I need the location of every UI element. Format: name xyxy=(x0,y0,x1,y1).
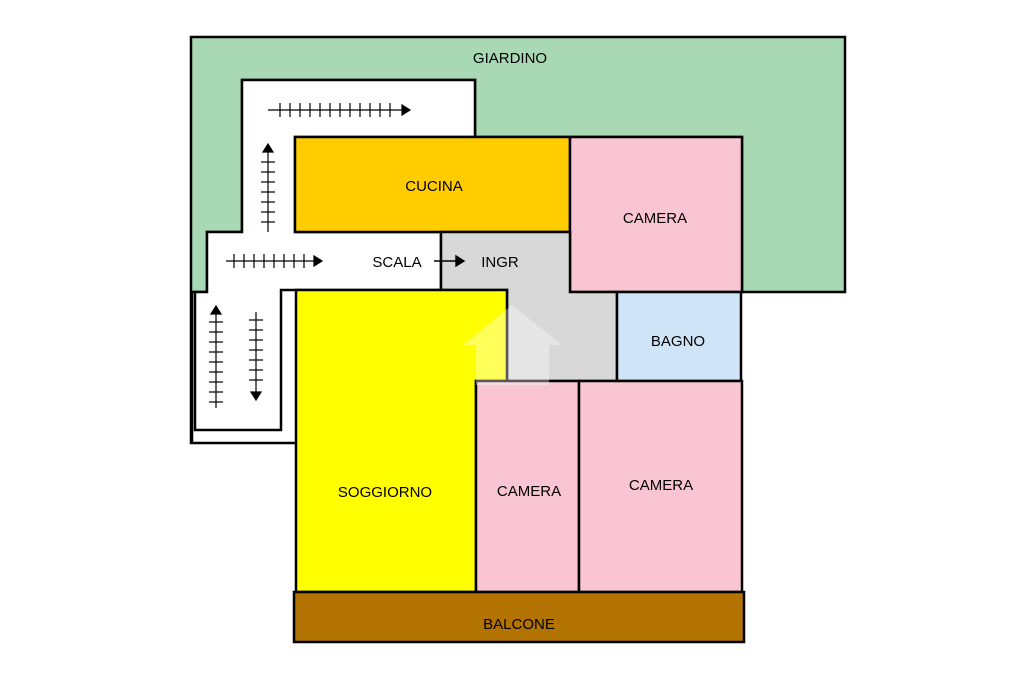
label-bagno: BAGNO xyxy=(651,333,705,350)
label-soggiorno: SOGGIORNO xyxy=(338,484,432,501)
room-balcone xyxy=(292,590,746,644)
label-giardino: GIARDINO xyxy=(473,50,547,67)
label-balcone: BALCONE xyxy=(483,616,555,633)
label-scala: SCALA xyxy=(372,254,421,271)
room-bagno xyxy=(615,290,743,383)
house-watermark-icon xyxy=(463,305,562,385)
label-camera-mid: CAMERA xyxy=(497,483,561,500)
label-ingresso: INGR xyxy=(481,254,519,271)
entry-arrow-icon xyxy=(434,254,466,268)
room-cucina xyxy=(293,135,572,234)
label-camera-top: CAMERA xyxy=(623,210,687,227)
label-cucina: CUCINA xyxy=(405,178,463,195)
stairs-arrow-icon xyxy=(209,103,412,408)
label-camera-right: CAMERA xyxy=(629,477,693,494)
room-camera-mid xyxy=(474,379,581,594)
